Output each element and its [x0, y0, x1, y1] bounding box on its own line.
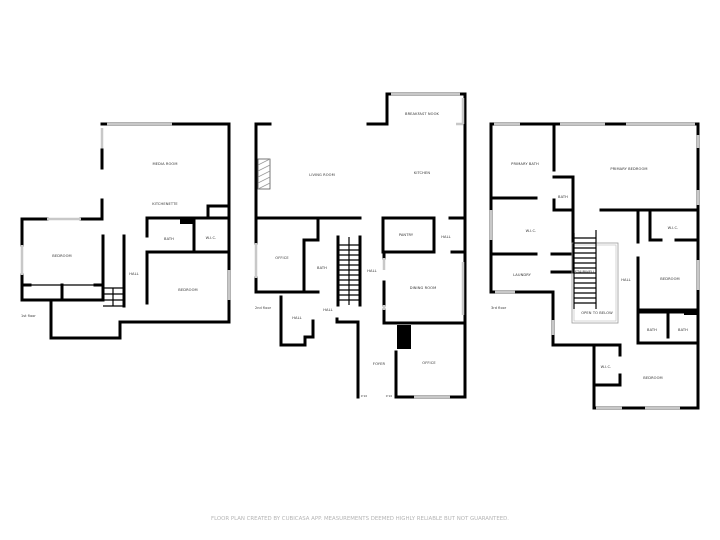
room-label: DINING ROOM	[410, 286, 437, 290]
room-label: PRIMARY BEDROOM	[610, 167, 647, 171]
room-label: BATH	[558, 195, 568, 199]
room-label: KITCHENETTE	[152, 202, 178, 206]
room-label: HALL	[292, 316, 302, 320]
room-label: HALL	[367, 269, 377, 273]
floor-label: 3rd floor	[491, 306, 507, 310]
floor-plan-3rd	[489, 122, 700, 410]
floor-plan-2nd	[254, 92, 467, 399]
room-label: BATH	[317, 266, 327, 270]
room-label: BREAKFAST NOOK	[405, 112, 440, 116]
room-label: LAUNDRY	[513, 273, 531, 277]
room-label: W.I.C.	[668, 226, 679, 230]
room-label: STAIRWELL	[575, 270, 596, 274]
room-label: PRIMARY BATH	[511, 162, 539, 166]
room-label: HALL	[441, 235, 451, 239]
room-label: W.I.C.	[601, 365, 612, 369]
floor-plan-1st	[20, 122, 231, 340]
room-label: BATH	[164, 237, 174, 241]
room-label: FOYER	[373, 362, 386, 366]
footer-disclaimer: FLOOR PLAN CREATED BY CUBICASA APP. MEAS…	[210, 516, 509, 522]
room-label: HALL	[129, 272, 139, 276]
dimension-label: 0'10	[386, 394, 393, 398]
room-label: PANTRY	[399, 233, 414, 237]
room-label: BATH	[678, 328, 688, 332]
room-label: W.I.C.	[526, 229, 537, 233]
room-label: MEDIA ROOM	[152, 162, 177, 166]
room-label: OFFICE	[275, 256, 289, 260]
room-label: BATH	[647, 328, 657, 332]
room-label: BEDROOM	[643, 376, 662, 380]
room-label: OFFICE	[422, 361, 436, 365]
room-label: KITCHEN	[414, 171, 430, 175]
room-label: HALL	[621, 278, 631, 282]
floor-label: 1st floor	[21, 314, 36, 318]
room-label: BEDROOM	[52, 254, 71, 258]
dimension-label: 0'10	[361, 394, 368, 398]
room-label: OPEN TO BELOW	[581, 311, 613, 315]
room-label: BEDROOM	[178, 288, 197, 292]
floor-label: 2nd floor	[255, 306, 272, 310]
room-label: W.I.C.	[206, 236, 217, 240]
room-label: LIVING ROOM	[309, 173, 335, 177]
room-label: HALL	[323, 308, 333, 312]
room-label: BEDROOM	[660, 277, 679, 281]
